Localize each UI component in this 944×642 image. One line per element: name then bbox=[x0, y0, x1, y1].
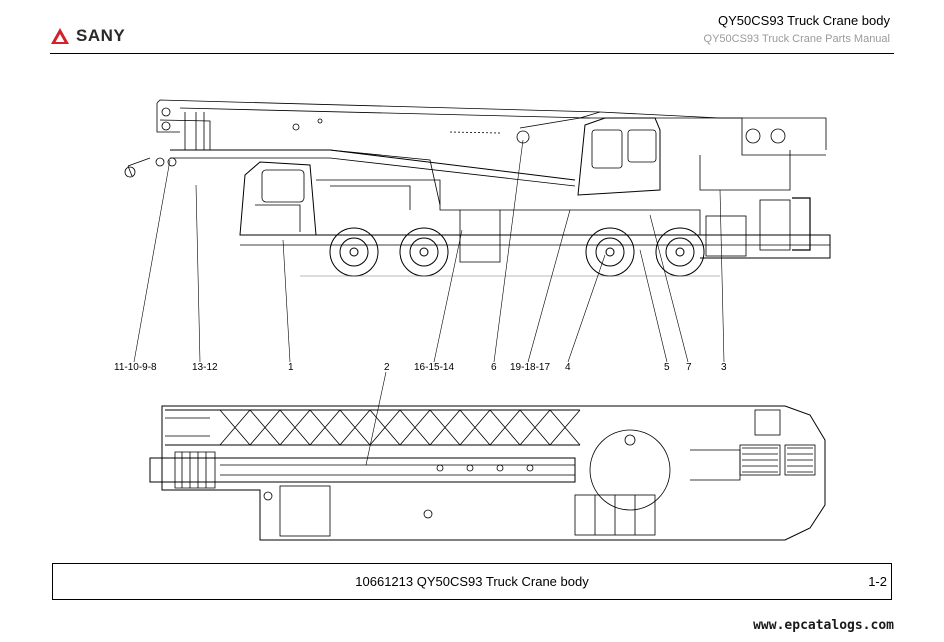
page-number: 1-2 bbox=[868, 574, 887, 589]
sany-logo-icon bbox=[51, 28, 69, 44]
sany-logo: SANY bbox=[50, 26, 125, 46]
top-view bbox=[149, 371, 826, 541]
callout-16-15-14: 16-15-14 bbox=[414, 362, 455, 373]
document-title: QY50CS93 Truck Crane body bbox=[718, 13, 890, 28]
callout-6: 6 bbox=[491, 362, 497, 373]
document-subtitle: QY50CS93 Truck Crane Parts Manual bbox=[703, 33, 890, 45]
callout-5: 5 bbox=[664, 362, 670, 373]
callout-1: 1 bbox=[288, 362, 294, 373]
title-block: 10661213 QY50CS93 Truck Crane body 1-2 bbox=[52, 563, 892, 600]
callout-11-10-9-8: 11-10-9-8 bbox=[114, 362, 157, 373]
callout-19-18-17: 19-18-17 bbox=[510, 362, 551, 373]
title-block-name: 10661213 QY50CS93 Truck Crane body bbox=[355, 574, 589, 589]
callout-3: 3 bbox=[721, 362, 727, 373]
callout-13-12: 13-12 bbox=[192, 362, 218, 373]
callout-2: 2 bbox=[384, 362, 390, 373]
side-view bbox=[124, 99, 831, 363]
brand-name: SANY bbox=[76, 26, 126, 45]
callout-7: 7 bbox=[686, 362, 692, 373]
watermark-link[interactable]: www.epcatalogs.com bbox=[753, 618, 894, 633]
callout-4: 4 bbox=[565, 362, 571, 373]
header-divider bbox=[50, 53, 894, 54]
